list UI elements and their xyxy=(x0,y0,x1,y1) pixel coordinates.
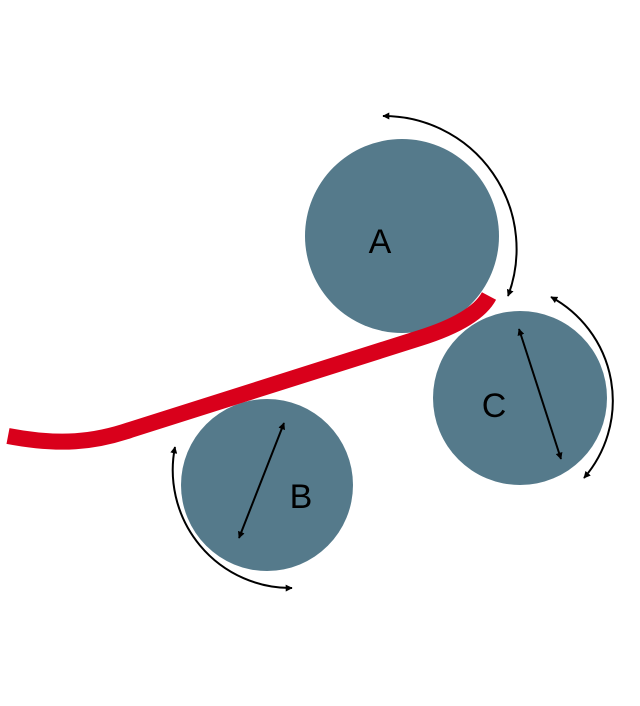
roller-c-body xyxy=(433,311,607,485)
roller-c-label: C xyxy=(482,387,507,425)
roller-b-rotation-arrow-icon xyxy=(170,446,293,592)
roller-a: A xyxy=(305,112,518,333)
roller-c-rotation-arrow-icon xyxy=(550,296,614,479)
roller-a-rotation-arrow-icon xyxy=(382,112,518,297)
roller-b-body xyxy=(181,399,353,571)
roller-b-label: B xyxy=(290,478,313,516)
roller-a-body xyxy=(305,139,499,333)
roller-a-label: A xyxy=(369,223,392,261)
roller-b: B xyxy=(170,399,353,592)
strip-path xyxy=(6,291,497,450)
roller-c: C xyxy=(433,296,614,485)
